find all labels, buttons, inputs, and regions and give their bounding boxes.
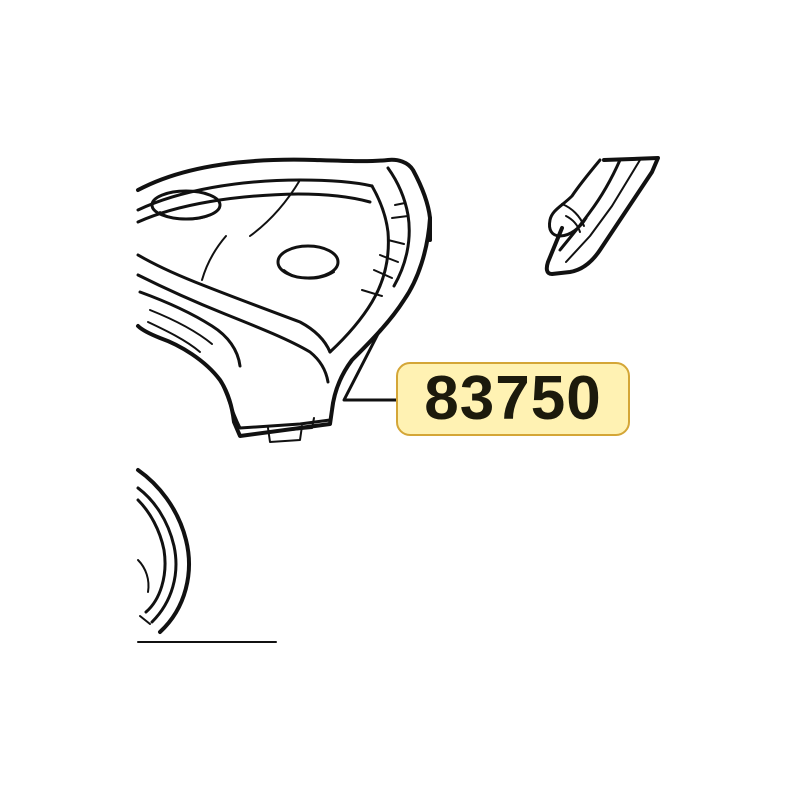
- part-number-callout: 83750: [396, 362, 630, 436]
- housing-cover-part: [136, 157, 432, 443]
- bracket-part: [544, 156, 660, 276]
- ring-part: [136, 468, 277, 643]
- part-number-text: 83750: [424, 364, 602, 433]
- leader-line: [342, 328, 398, 402]
